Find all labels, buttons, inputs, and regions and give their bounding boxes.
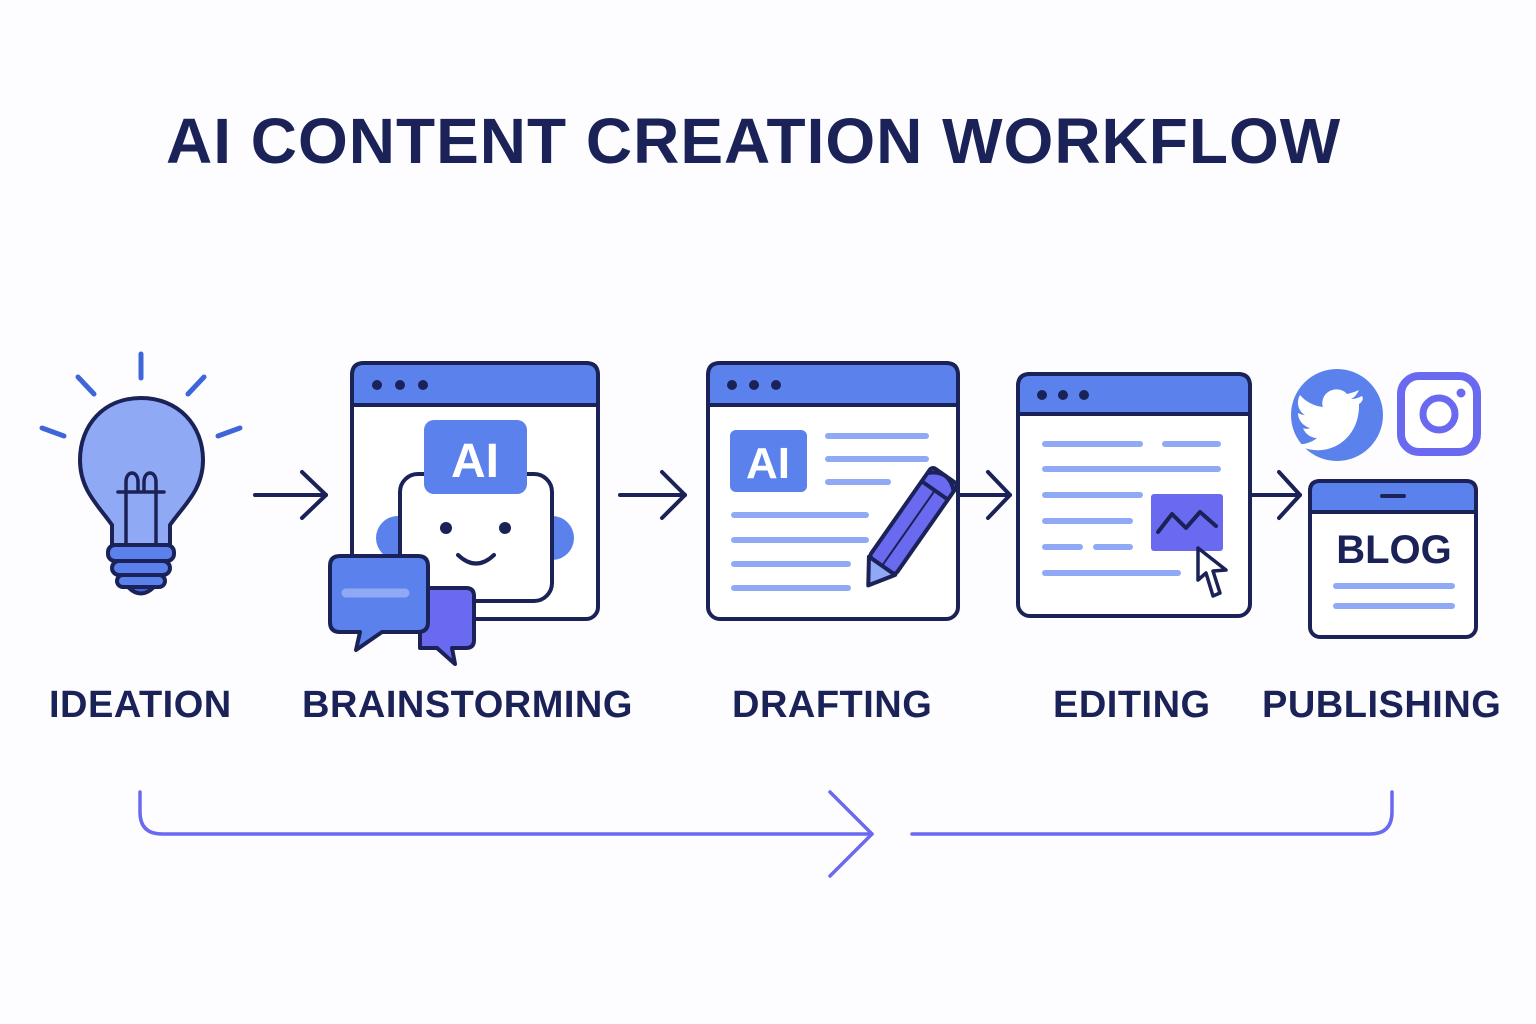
twitter-icon: [1291, 369, 1383, 461]
draft-ai-badge: AI: [746, 439, 790, 488]
step-label-drafting: DRAFTING: [732, 684, 933, 726]
arrow-right-icon: [1250, 470, 1302, 520]
step-label-ideation: IDEATION: [49, 684, 232, 726]
page-title: AI CONTENT CREATION WORKFLOW: [166, 105, 1342, 177]
blog-label: BLOG: [1336, 528, 1452, 572]
instagram-icon: [1397, 372, 1481, 456]
arrow-right-icon: [958, 470, 1012, 520]
step-label-publishing: PUBLISHING: [1262, 684, 1502, 726]
document-image-cursor-icon: [1016, 372, 1252, 618]
lightbulb-icon: [39, 351, 243, 596]
arrow-right-icon: [253, 470, 328, 520]
ai-robot-chat-icon: AI: [328, 361, 600, 666]
blog-icon: BLOG: [1308, 479, 1478, 639]
document-pencil-icon: AI: [706, 361, 960, 621]
flow-bracket-line: [138, 790, 1394, 878]
arrow-right-icon: [618, 470, 687, 520]
step-label-editing: EDITING: [1053, 684, 1211, 726]
step-label-brainstorming: BRAINSTORMING: [302, 684, 633, 726]
brainstorm-ai-badge: AI: [451, 435, 499, 488]
